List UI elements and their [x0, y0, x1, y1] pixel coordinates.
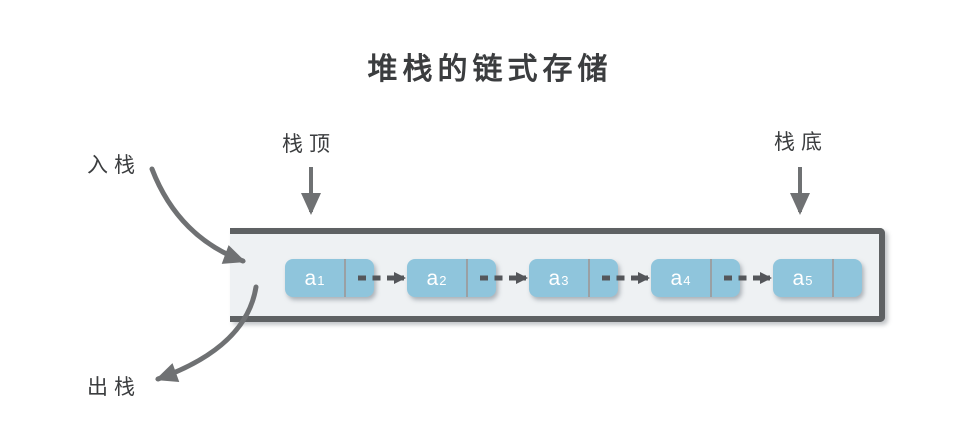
push-label: 入栈	[87, 154, 141, 177]
node-divider	[710, 259, 712, 297]
stack-bottom-label: 栈底	[774, 131, 828, 154]
node-pointer-field	[834, 259, 862, 297]
node-divider	[344, 259, 346, 297]
stack-top-label: 栈顶	[282, 133, 336, 156]
node-pointer-field	[712, 259, 740, 297]
node-divider	[832, 259, 834, 297]
node-pointer-field	[590, 259, 618, 297]
node-pointer-field	[468, 259, 496, 297]
node-divider	[588, 259, 590, 297]
pop-label: 出栈	[87, 376, 141, 399]
node-divider	[466, 259, 468, 297]
diagram-title: 堆栈的链式存储	[367, 53, 613, 86]
node-pointer-field	[346, 259, 374, 297]
